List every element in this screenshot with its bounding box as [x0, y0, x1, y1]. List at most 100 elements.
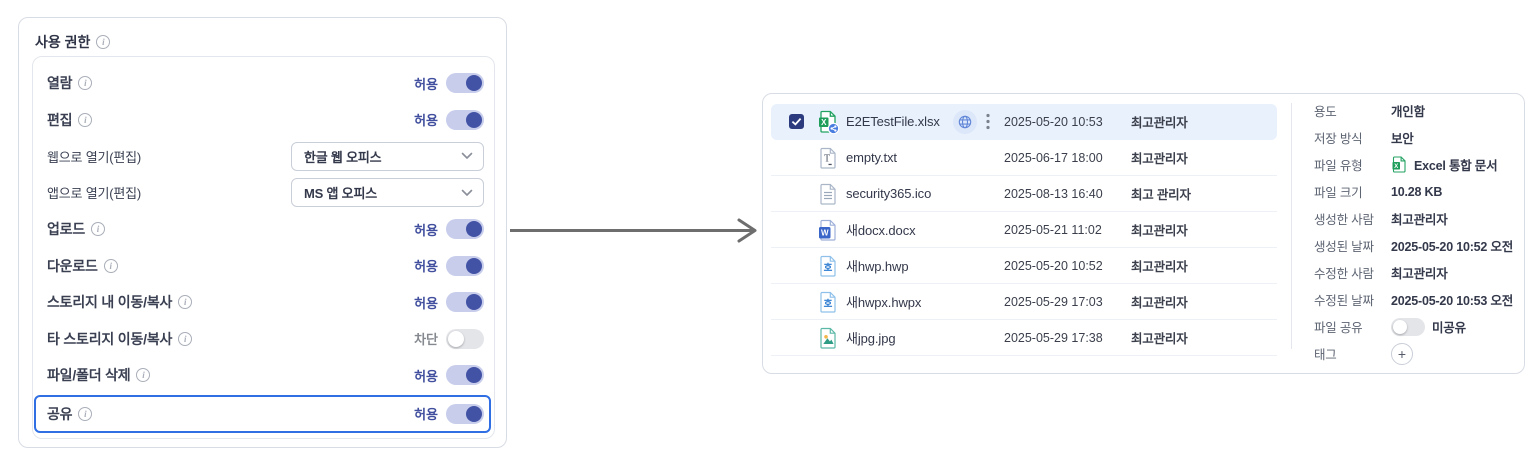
detail-row: 파일 공유 미공유 — [1314, 313, 1524, 340]
permission-toggle[interactable] — [446, 328, 484, 349]
detail-value: Excel 통합 문서 — [1414, 159, 1498, 173]
file-row[interactable]: T empty.txt 2025-06-17 18:00 최고관리자 — [771, 140, 1277, 176]
permission-toggle[interactable] — [446, 365, 484, 386]
file-share-toggle[interactable] — [1391, 317, 1425, 336]
detail-row: 파일 크기 10.28 KB — [1314, 178, 1524, 205]
file-type-icon — [815, 182, 840, 206]
permission-label: 웹으로 열기(편집) — [47, 149, 141, 165]
file-type-icon: X — [815, 110, 840, 134]
file-owner: 최고관리자 — [1131, 332, 1188, 346]
file-row[interactable]: security365.ico 2025-08-13 16:40 최고 관리자 — [771, 176, 1277, 212]
file-name: 새hwp.hwp — [846, 259, 909, 274]
permission-label: 스토리지 내 이동/복사 — [47, 294, 173, 311]
file-row-actions — [952, 109, 990, 134]
info-icon[interactable]: i — [96, 35, 111, 49]
detail-label: 수정된 날짜 — [1314, 294, 1374, 308]
permission-row: 업로드 i 허용 — [47, 211, 484, 248]
info-icon[interactable]: i — [78, 406, 93, 421]
permission-label: 열람 — [47, 75, 73, 92]
select-value: MS 앱 오피스 — [304, 186, 377, 202]
permission-label: 다운로드 — [47, 257, 98, 274]
detail-row: 생성한 사람 최고관리자 — [1314, 205, 1524, 232]
file-name: E2ETestFile.xlsx — [846, 114, 940, 129]
info-icon[interactable]: i — [136, 368, 151, 383]
svg-text:X: X — [821, 117, 827, 126]
permission-list: 열람 i 허용 편집 i 허용 웹으로 열기(편집) 한글 웹 오피스 앱으로 … — [32, 56, 495, 439]
permissions-title: 사용 권한 — [35, 34, 91, 50]
permissions-card: 사용 권한 i 열람 i 허용 편집 i 허용 웹으로 열기(편집) 한글 웹 … — [18, 17, 507, 448]
file-row[interactable]: X E2ETestFile.xlsx 2025-05-20 10:53 최고관리… — [771, 104, 1277, 140]
permission-state-label: 차단 — [414, 332, 438, 348]
detail-row: 수정된 날짜 2025-05-20 10:53 오전 — [1314, 286, 1524, 313]
detail-row: 태그 + — [1314, 340, 1524, 367]
svg-text:X: X — [1394, 163, 1399, 170]
file-date: 2025-05-29 17:03 — [1004, 294, 1103, 309]
permission-row: 편집 i 허용 — [47, 102, 484, 139]
detail-label: 용도 — [1314, 105, 1337, 119]
file-name: 새hwpx.hwpx — [846, 295, 922, 310]
permission-label: 업로드 — [47, 221, 86, 238]
svg-text:호: 호 — [823, 299, 832, 310]
detail-value: 최고관리자 — [1391, 213, 1448, 227]
permission-toggle[interactable] — [446, 219, 484, 240]
file-name: security365.ico — [846, 186, 932, 201]
file-row[interactable]: 새jpg.jpg 2025-05-29 17:38 최고관리자 — [771, 320, 1277, 356]
detail-value: 보안 — [1391, 132, 1414, 146]
permission-state-label: 허용 — [414, 295, 438, 311]
detail-label: 저장 방식 — [1314, 132, 1363, 146]
info-icon[interactable]: i — [178, 331, 193, 346]
permission-state-label: 허용 — [414, 407, 438, 422]
file-row[interactable]: 호 새hwpx.hwpx 2025-05-29 17:03 최고관리자 — [771, 284, 1277, 320]
file-details-panel: 용도 개인함 저장 방식 보안 파일 유형 X Excel 통합 문서 파일 크… — [1292, 97, 1524, 373]
file-checkbox[interactable] — [789, 114, 804, 129]
select-value: 한글 웹 오피스 — [304, 149, 382, 165]
permission-toggle[interactable] — [446, 403, 484, 424]
detail-label: 태그 — [1314, 348, 1337, 362]
file-name: 새docx.docx — [846, 223, 916, 238]
file-date: 2025-05-29 17:38 — [1004, 330, 1103, 345]
permission-toggle[interactable] — [446, 109, 484, 130]
detail-row: 용도 개인함 — [1314, 97, 1524, 124]
permission-label: 파일/폴더 삭제 — [47, 367, 131, 384]
permission-row: 다운로드 i 허용 — [47, 248, 484, 285]
flow-arrow-icon — [510, 218, 757, 243]
permission-toggle[interactable] — [446, 255, 484, 276]
svg-text:호: 호 — [823, 263, 832, 274]
permission-row: 타 스토리지 이동/복사 i 차단 — [47, 321, 484, 358]
open-with-select[interactable]: MS 앱 오피스 — [291, 178, 484, 208]
permissions-card-header: 사용 권한 i — [19, 18, 506, 55]
file-owner: 최고관리자 — [1131, 260, 1188, 274]
info-icon[interactable]: i — [78, 112, 93, 127]
chevron-down-icon — [461, 189, 473, 197]
permission-row: 파일/폴더 삭제 i 허용 — [47, 357, 484, 394]
permission-state-label: 허용 — [414, 259, 438, 275]
file-date: 2025-05-21 11:02 — [1004, 222, 1102, 237]
panel-divider — [1291, 103, 1292, 349]
file-date: 2025-08-13 16:40 — [1004, 186, 1103, 201]
add-tag-button[interactable]: + — [1391, 342, 1413, 365]
detail-file-type-icon: X — [1391, 156, 1407, 173]
svg-text:T: T — [823, 153, 829, 164]
detail-value: 10.28 KB — [1391, 184, 1443, 199]
svg-text:W: W — [821, 228, 829, 237]
file-date: 2025-05-20 10:52 — [1004, 258, 1103, 273]
permission-state-label: 허용 — [414, 222, 438, 238]
open-with-select[interactable]: 한글 웹 오피스 — [291, 141, 484, 171]
file-type-icon: 호 — [815, 290, 840, 314]
file-owner: 최고 관리자 — [1131, 188, 1191, 202]
info-icon[interactable]: i — [178, 295, 193, 310]
file-owner: 최고관리자 — [1131, 296, 1188, 310]
permission-toggle[interactable] — [446, 73, 484, 94]
detail-label: 파일 공유 — [1314, 321, 1363, 335]
kebab-menu-icon[interactable] — [986, 113, 990, 130]
info-icon[interactable]: i — [91, 222, 106, 237]
permission-row: 공유 i 허용 — [34, 394, 491, 433]
info-icon[interactable]: i — [78, 76, 93, 91]
info-icon[interactable]: i — [103, 258, 118, 273]
file-row[interactable]: 호 새hwp.hwp 2025-05-20 10:52 최고관리자 — [771, 248, 1277, 284]
file-row[interactable]: W 새docx.docx 2025-05-21 11:02 최고관리자 — [771, 212, 1277, 248]
permission-toggle[interactable] — [446, 292, 484, 313]
globe-icon[interactable] — [952, 109, 977, 134]
permission-row: 스토리지 내 이동/복사 i 허용 — [47, 284, 484, 321]
